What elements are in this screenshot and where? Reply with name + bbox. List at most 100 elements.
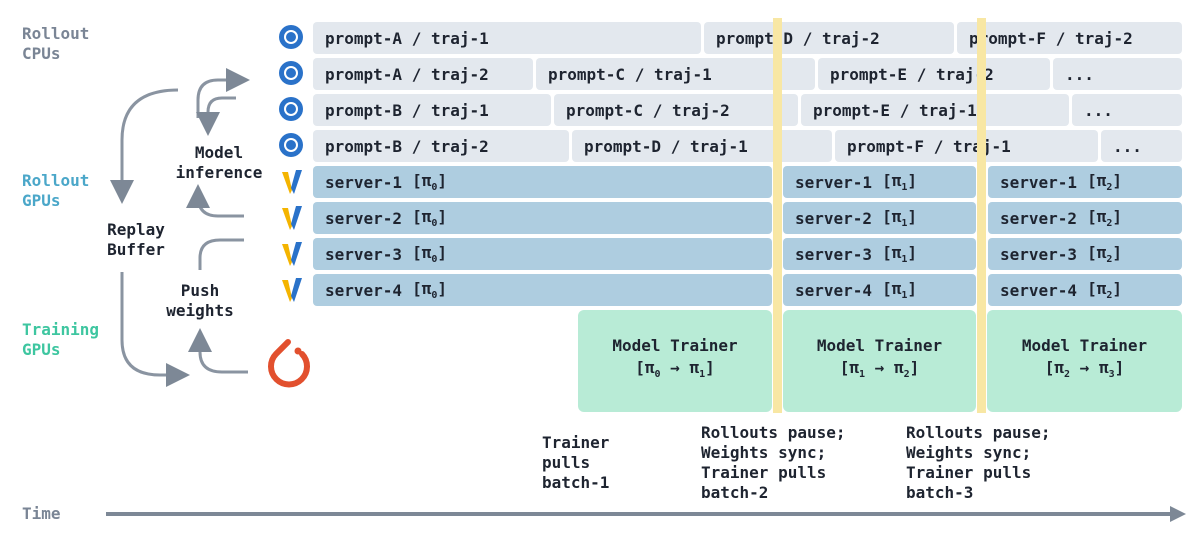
policy-symbol: π [421, 206, 432, 226]
side-flow-arrows [110, 68, 250, 387]
trainer-policy: [π1 → π2] [839, 358, 920, 381]
vllm-icon [282, 242, 302, 266]
trainer-policy: [π2 → π3] [1044, 358, 1125, 381]
arrow-glyph: → [670, 358, 680, 378]
policy-sub: 0 [431, 218, 438, 230]
lane-label-rollout-gpus: Rollout GPUs [22, 171, 89, 211]
inference-up-arrow [196, 68, 250, 118]
cpu-task-ellipsis: ... [1053, 58, 1182, 90]
server-name: server-4 [325, 280, 403, 300]
policy-sub: 1 [901, 254, 908, 266]
policy-sub: 1 [901, 290, 908, 302]
weight-sync-line-2 [977, 18, 986, 413]
lane-label-line: GPUs [22, 340, 61, 359]
trainer-box-2: Model Trainer [π1 → π2] [783, 310, 976, 412]
model-inference-label: Model inference [170, 143, 268, 183]
note-line: batch-3 [906, 483, 974, 502]
cpu-task: prompt-B / traj-1 [313, 94, 551, 126]
side-text-line: Push [180, 281, 220, 300]
cpu-task: prompt-C / traj-2 [554, 94, 798, 126]
lane-label-line: Training [22, 320, 100, 339]
server-policy: [π0] [412, 278, 448, 302]
lane-label-rollout-cpus: Rollout CPUs [22, 24, 89, 64]
server-policy: [π0] [412, 170, 448, 194]
note-line: Weights sync; [906, 443, 1032, 462]
cpu-task: prompt-F / traj-2 [957, 22, 1182, 54]
policy-sub: 1 [699, 369, 706, 381]
server-policy: [π1] [882, 278, 918, 302]
browser-icon [279, 25, 303, 49]
gpu-server-box: server-1 [π0] [313, 166, 772, 198]
replay-to-buffer-arrow [110, 88, 179, 204]
vllm-icon [282, 278, 302, 302]
trainer-to-push-arrow [188, 328, 248, 374]
policy-symbol: π [1096, 278, 1107, 298]
server-name: server-4 [795, 280, 873, 300]
policy-sub: 0 [654, 369, 661, 381]
gpu-server-box: server-2 [π1] [783, 202, 976, 234]
note-line: Trainer pulls [906, 463, 1032, 482]
policy-symbol: π [891, 278, 902, 298]
note-line: Rollouts pause; [701, 423, 846, 442]
side-text-line: Model [194, 143, 244, 162]
lane-label-line: GPUs [22, 191, 61, 210]
server-name: server-3 [1000, 244, 1078, 264]
trainer-label: Model Trainer [816, 336, 943, 356]
policy-sub: 2 [1064, 369, 1071, 381]
gpu-server-box: server-4 [π0] [313, 274, 772, 306]
arrow-glyph: → [874, 358, 885, 378]
policy-symbol: π [689, 358, 700, 378]
trainer-label: Model Trainer [612, 336, 738, 356]
server-name: server-1 [1000, 172, 1078, 192]
gpu-server-box: server-2[π2] [988, 202, 1182, 234]
arrow-glyph: → [1079, 358, 1090, 378]
policy-sub: 1 [859, 369, 866, 381]
policy-symbol: π [644, 358, 655, 378]
policy-symbol: π [421, 278, 432, 298]
trainer-label: Model Trainer [1021, 336, 1148, 356]
policy-sub: 2 [1106, 182, 1113, 194]
server-policy: [π0] [412, 242, 448, 266]
server-policy: [π2] [1087, 206, 1123, 230]
policy-symbol: π [891, 170, 902, 190]
server-policy: [π1] [882, 206, 918, 230]
vllm-icon [282, 206, 302, 230]
server-name: server-1 [795, 172, 873, 192]
cpu-task: prompt-E / traj-2 [818, 58, 1050, 90]
policy-symbol: π [1096, 206, 1107, 226]
policy-sub: 2 [1106, 218, 1113, 230]
cpu-task: prompt-A / traj-1 [313, 22, 701, 54]
vllm-icon [282, 170, 302, 194]
server-name: server-1 [325, 172, 403, 192]
note-line: Rollouts pause; [906, 423, 1051, 442]
gpu-server-box: server-3 [π1] [783, 238, 976, 270]
cpu-task: prompt-D / traj-2 [704, 22, 954, 54]
gpu-server-box: server-4 [π1] [783, 274, 976, 306]
server-name: server-2 [325, 208, 403, 228]
cpu-task: prompt-F / traj-1 [835, 130, 1098, 162]
note-batch-3: Rollouts pause; Weights sync; Trainer pu… [906, 423, 1051, 503]
server-policy: [π1] [882, 170, 918, 194]
time-axis-arrow [106, 506, 1186, 522]
server-name: server-2 [795, 208, 873, 228]
policy-sub: 2 [1106, 290, 1113, 302]
server-policy: [π2] [1087, 170, 1123, 194]
note-line: pulls [542, 453, 591, 472]
server-policy: [π2] [1087, 242, 1123, 266]
gpu-server-box: server-3 [π2] [988, 238, 1182, 270]
browser-icon [279, 97, 303, 121]
policy-symbol: π [849, 358, 859, 378]
policy-symbol: π [1096, 242, 1107, 262]
server-policy: [π1] [882, 242, 918, 266]
cpu-task: prompt-E / traj-1 [801, 94, 1069, 126]
inference-return-arrow [186, 184, 244, 218]
policy-symbol: π [421, 242, 432, 262]
cpu-task: prompt-C / traj-1 [536, 58, 815, 90]
server-name: server-4 [1000, 280, 1078, 300]
server-name: server-3 [795, 244, 873, 264]
side-text-line: weights [166, 301, 234, 320]
note-batch-1: Trainer pulls batch-1 [542, 433, 609, 493]
policy-symbol: π [1098, 358, 1109, 378]
buffer-to-trainer-arrow [120, 272, 190, 387]
lane-label-training-gpus: Training GPUs [22, 320, 99, 360]
